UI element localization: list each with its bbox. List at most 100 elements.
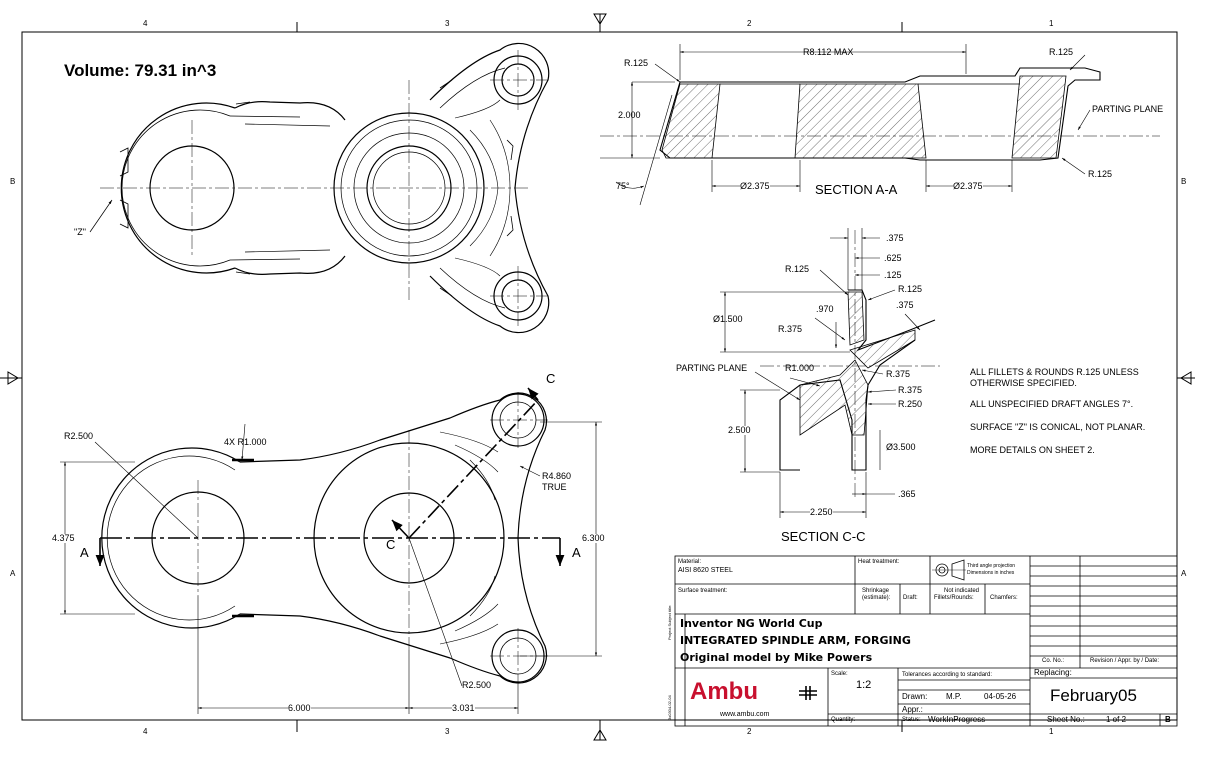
section-label-c-top: C bbox=[546, 371, 556, 386]
tb-draft-label: Draft: bbox=[903, 595, 918, 601]
tb-website: www.ambu.com bbox=[720, 711, 770, 718]
tb-scale-value: 1:2 bbox=[856, 679, 872, 691]
zone-column-4-top: 4 bbox=[143, 19, 148, 28]
dim-cc-parting-plane: PARTING PLANE bbox=[676, 363, 748, 373]
z-surface-label: "Z" bbox=[74, 227, 86, 237]
tb-scale-label: Scale: bbox=[831, 671, 848, 677]
tb-revision-label: Revision / Appr. by / Date: bbox=[1090, 658, 1160, 664]
dim-cc-375-top: .375 bbox=[886, 233, 904, 243]
dim-r125-aa-lower: R.125 bbox=[1088, 169, 1113, 179]
dim-h4375: 4.375 bbox=[52, 533, 75, 543]
tb-material-value: AISI 8620 STEEL bbox=[678, 567, 733, 574]
tb-surface-label: Surface treatment: bbox=[678, 588, 728, 594]
z-leader bbox=[89, 199, 113, 233]
tb-projection-note-2: Dimensions in inches bbox=[967, 570, 1015, 576]
tb-sheet-label: Sheet No.: bbox=[1047, 715, 1085, 724]
section-cc-title: SECTION C-C bbox=[781, 529, 866, 544]
dim-d2375-left: Ø2.375 bbox=[740, 181, 770, 191]
section-aa bbox=[659, 67, 1101, 161]
dim-cc-365: .365 bbox=[898, 489, 916, 499]
zone-row-a-left: A bbox=[10, 569, 16, 578]
section-label-a-right: A bbox=[572, 545, 581, 560]
dim-cc-r375-a: R.375 bbox=[778, 324, 803, 334]
tb-title-line-1: Inventor NG World Cup bbox=[680, 617, 823, 630]
dim-h2000: 2.000 bbox=[618, 110, 641, 120]
section-line-cc bbox=[391, 387, 539, 539]
tb-tolerances-label: Tolerances according to standard: bbox=[902, 672, 993, 678]
section-line-aa bbox=[95, 537, 565, 566]
dim-cc-125: .125 bbox=[884, 270, 902, 280]
dim-r8112: R8.112 MAX bbox=[803, 47, 854, 57]
tb-replacing-label: Replacing: bbox=[1034, 668, 1072, 677]
tb-fillets-label-2: Fillets/Rounds: bbox=[934, 595, 974, 601]
zone-column-1-top: 1 bbox=[1049, 19, 1054, 28]
tb-size-value: B bbox=[1165, 715, 1171, 724]
dim-r2500-top: R2.500 bbox=[64, 431, 94, 441]
dim-cc-625: .625 bbox=[884, 253, 902, 263]
dim-h6300: 6.300 bbox=[582, 533, 605, 543]
tb-status-label: Status: bbox=[902, 717, 921, 723]
dim-r4860: R4.860 bbox=[542, 471, 572, 481]
center-marks bbox=[7, 13, 1192, 741]
tb-co-label: Co. No.: bbox=[1042, 658, 1065, 664]
section-label-a-left: A bbox=[80, 545, 89, 560]
dim-cc-375-diag: .375 bbox=[896, 300, 914, 310]
section-label-c-mid: C bbox=[386, 537, 396, 552]
tb-title-line-2: INTEGRATED SPINDLE ARM, FORGING bbox=[680, 634, 911, 647]
zone-row-b-right: B bbox=[1181, 177, 1187, 186]
zone-row-b-left: B bbox=[10, 177, 16, 186]
dim-w6000: 6.000 bbox=[288, 703, 311, 713]
dim-cc-r375-b: R.375 bbox=[886, 369, 911, 379]
volume-label: Volume: 79.31 in^3 bbox=[64, 61, 217, 80]
zone-column-2-bottom: 2 bbox=[747, 727, 752, 736]
dim-cc-h2500: 2.500 bbox=[728, 425, 751, 435]
dim-cc-r375-c: R.375 bbox=[898, 385, 923, 395]
tb-heat-label: Heat treatment: bbox=[858, 559, 900, 565]
zone-column-4-bottom: 4 bbox=[143, 727, 148, 736]
tb-status-value: WorkInProgress bbox=[928, 715, 986, 724]
section-aa-title: SECTION A-A bbox=[815, 182, 898, 197]
dim-cc-d3500: Ø3.500 bbox=[886, 442, 916, 452]
dim-d2375-right: Ø2.375 bbox=[953, 181, 983, 191]
tb-sheet-value: 1 of 2 bbox=[1106, 715, 1127, 724]
dim-cc-r1000: R1.000 bbox=[785, 363, 815, 373]
tb-shrinkage-label-2: (estimate): bbox=[862, 595, 891, 601]
dim-r125-aa-left: R.125 bbox=[624, 58, 649, 68]
tb-shrinkage-label-1: Shrinkage bbox=[862, 588, 890, 594]
dim-4x-r1000: 4X R1.000 bbox=[224, 437, 267, 447]
note-line-4: SURFACE "Z" IS CONICAL, NOT PLANAR. bbox=[970, 422, 1146, 432]
ambu-logo: Ambu bbox=[690, 678, 758, 705]
tb-title-line-3: Original model by Mike Powers bbox=[680, 651, 873, 664]
title-block bbox=[674, 555, 1178, 727]
tb-drawn-date: 04-05-26 bbox=[984, 692, 1017, 701]
dim-cc-r125-a: R.125 bbox=[785, 264, 810, 274]
tb-doc-date: February05 bbox=[1050, 686, 1137, 705]
zone-column-3-top: 3 bbox=[445, 19, 450, 28]
zone-row-a-right: A bbox=[1181, 569, 1187, 578]
dim-cc-r250: R.250 bbox=[898, 399, 923, 409]
tb-side-label-1: Project Subject title: bbox=[667, 604, 672, 640]
dim-cc-d1500: Ø1.500 bbox=[713, 314, 743, 324]
tb-drawn-label: Drawn: bbox=[902, 692, 928, 701]
tb-material-label: Material: bbox=[678, 559, 702, 565]
tb-fillets-label-1: Not indicated bbox=[944, 588, 980, 594]
tb-side-label-2: 3x0304-02-04 bbox=[667, 695, 672, 720]
tb-drawn-by: M.P. bbox=[946, 692, 962, 701]
tb-projection-note-1: Third angle projection bbox=[967, 563, 1016, 569]
dim-w3031: 3.031 bbox=[452, 703, 475, 713]
zone-column-2-top: 2 bbox=[747, 19, 752, 28]
note-line-5: MORE DETAILS ON SHEET 2. bbox=[970, 445, 1095, 455]
tb-quantity-label: Quantity: bbox=[831, 717, 856, 723]
zone-column-3-bottom: 3 bbox=[445, 727, 450, 736]
note-line-1: ALL FILLETS & ROUNDS R.125 UNLESS bbox=[970, 367, 1139, 377]
zone-column-1-bottom: 1 bbox=[1049, 727, 1054, 736]
dim-true: TRUE bbox=[542, 482, 567, 492]
dim-parting-plane-aa: PARTING PLANE bbox=[1092, 104, 1164, 114]
dim-cc-2250: 2.250 bbox=[810, 507, 833, 517]
tb-appr-label: Appr.: bbox=[902, 705, 923, 714]
dim-cc-r125-b: R.125 bbox=[898, 284, 923, 294]
dim-r2500-bottom: R2.500 bbox=[462, 680, 492, 690]
top-view-centerlines bbox=[100, 50, 548, 326]
